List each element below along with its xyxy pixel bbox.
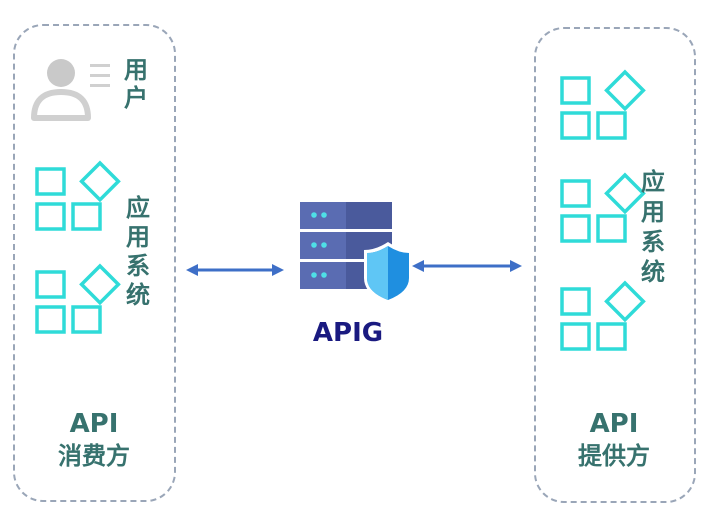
app-blocks-icon (35, 264, 121, 334)
server-icon (300, 202, 412, 304)
consumer-app-label: 应 用 系 统 (126, 194, 150, 309)
apig-label: APIG (312, 318, 384, 348)
provider-app-label: 应 用 系 统 (641, 168, 665, 286)
bidirectional-arrow-left (186, 264, 284, 276)
app-blocks-icon (560, 173, 646, 243)
api-consumer-label: API 消费方 (58, 409, 130, 470)
api-consumer-panel (13, 24, 176, 502)
user-label: 用 户 (124, 56, 148, 112)
api-provider-label: API 提供方 (578, 409, 650, 470)
bidirectional-arrow-right (412, 260, 522, 272)
app-blocks-icon (560, 70, 646, 140)
app-blocks-icon (560, 281, 646, 351)
app-blocks-icon (35, 161, 121, 231)
user-icon (31, 59, 110, 121)
api-provider-panel (534, 27, 696, 503)
shield-icon (364, 242, 412, 304)
